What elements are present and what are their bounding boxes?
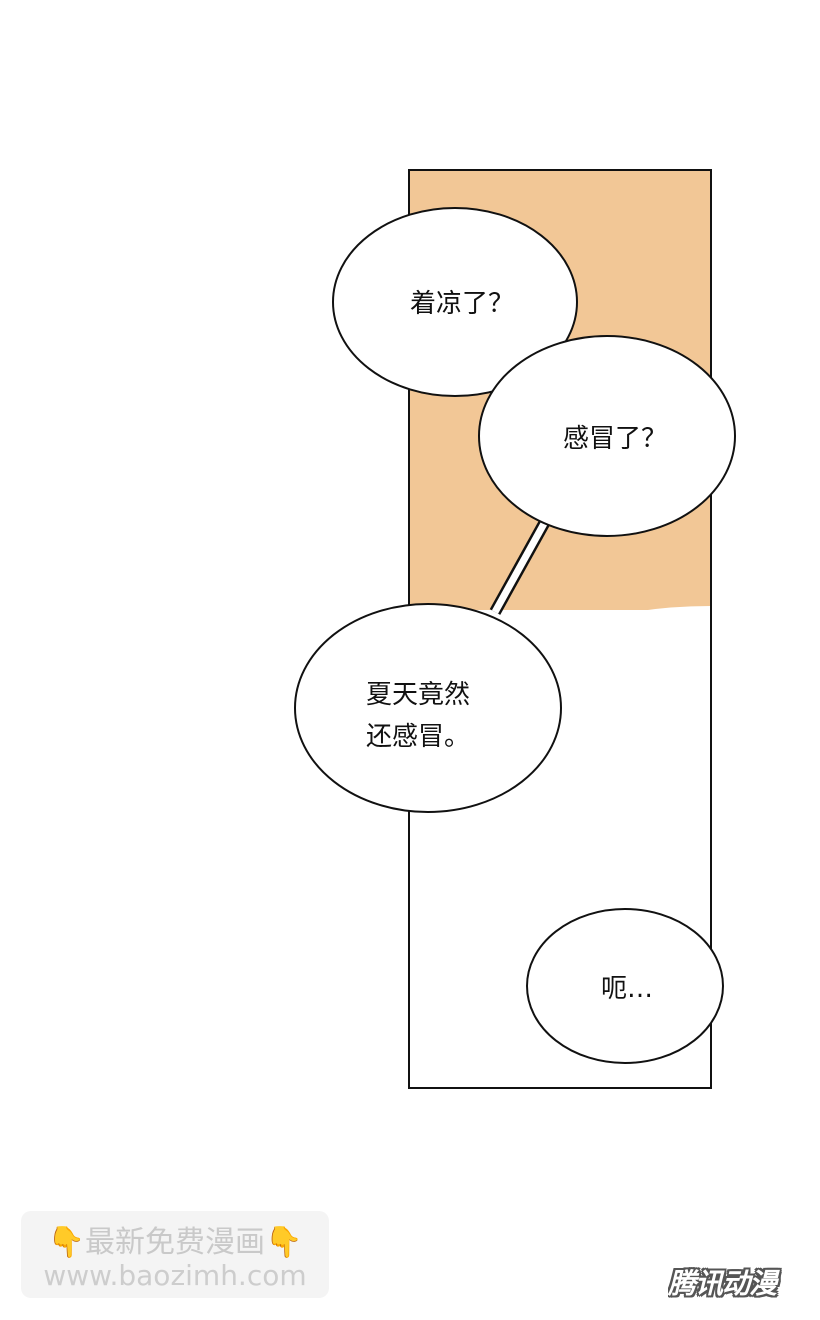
bubble-3-text-line-1: 夏天竟然 xyxy=(366,680,470,710)
pointing-down-icon: 👇 xyxy=(265,1225,303,1260)
watermark-title: 👇最新免费漫画👇 xyxy=(21,1217,329,1261)
speech-bubble-1 xyxy=(332,207,578,397)
watermark-url: www.baozimh.com xyxy=(43,1259,307,1292)
speech-bubble-4 xyxy=(526,908,724,1064)
brand-logo: 腾讯动漫 xyxy=(668,1267,777,1298)
speech-bubble-3 xyxy=(294,603,562,813)
bubble-4-text: 呃… xyxy=(601,974,653,1004)
speech-bubble-2 xyxy=(478,335,736,537)
bubble-2-text: 感冒了？ xyxy=(563,424,667,454)
watermark-title-text: 最新免费漫画 xyxy=(85,1225,265,1260)
pointing-down-icon: 👇 xyxy=(47,1225,85,1260)
bubble-1-text: 着凉了？ xyxy=(410,289,514,319)
watermark-banner[interactable]: 👇最新免费漫画👇 www.baozimh.com xyxy=(21,1211,329,1298)
bubble-3-text-line-2: 还感冒。 xyxy=(366,722,470,752)
bubble-connector-inner xyxy=(491,518,550,614)
